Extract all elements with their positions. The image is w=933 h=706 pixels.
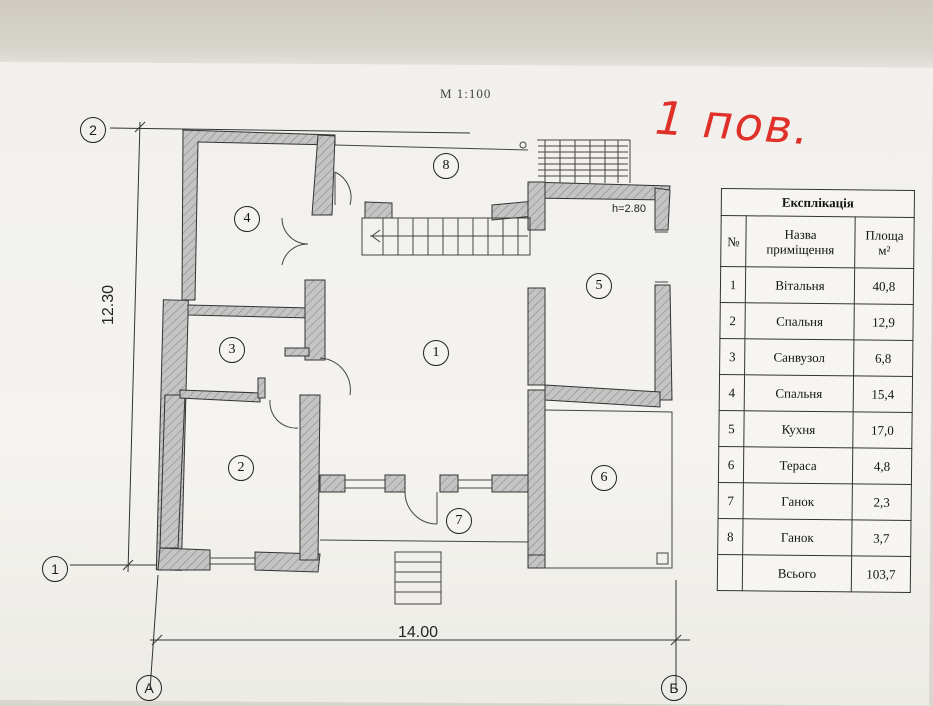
explication-title: Експлікація [721, 188, 915, 218]
row-num: 7 [718, 482, 744, 519]
total-num-cell [717, 554, 743, 591]
row-name: Спальня [744, 374, 854, 412]
row-num: 1 [720, 266, 746, 303]
table-total-row: Всього 103,7 [717, 554, 911, 593]
row-name: Тераса [743, 446, 853, 484]
row-num: 4 [719, 374, 745, 411]
room-number-6: 6 [591, 465, 617, 491]
room-number-8: 8 [433, 153, 459, 179]
door-swings [269, 171, 438, 525]
row-num: 5 [718, 410, 745, 447]
table-row: 8 Ганок 3,7 [717, 518, 912, 557]
room-number-7: 7 [446, 508, 472, 534]
table-row: 4 Спальня 15,4 [719, 374, 913, 413]
table-row: 5 Кухня 17,0 [718, 410, 913, 449]
room-number-2: 2 [228, 455, 254, 481]
total-label: Всього [742, 554, 852, 592]
table-row: 1 Вітальня 40,8 [720, 266, 914, 305]
axis-marker-row-bottom: 1 [42, 556, 68, 582]
row-name: Санвузол [744, 338, 854, 376]
row-num: 3 [719, 338, 745, 375]
page-shadow-strip [0, 0, 933, 70]
row-area: 15,4 [853, 375, 913, 413]
table-row: 7 Ганок 2,3 [718, 482, 912, 521]
row-area: 4,8 [852, 447, 912, 485]
row-area: 6,8 [853, 339, 913, 377]
row-area: 3,7 [851, 519, 912, 557]
dimension-horizontal: 14.00 [398, 624, 439, 641]
room-outlines [210, 139, 673, 605]
axis-marker-row-top: 2 [80, 117, 106, 143]
room-number-4: 4 [234, 206, 260, 232]
dimension-vertical: 12.30 [100, 284, 117, 325]
row-name: Спальня [744, 302, 855, 340]
row-num: 2 [719, 302, 746, 339]
row-name: Ганок [742, 518, 853, 556]
row-area: 2,3 [852, 483, 912, 521]
row-name: Ганок [743, 482, 853, 520]
dimension-lines [70, 121, 690, 691]
row-name: Кухня [743, 410, 854, 448]
header-num: № [720, 215, 747, 267]
room-number-1: 1 [423, 340, 449, 366]
header-area: Площа м² [854, 216, 915, 269]
total-area: 103,7 [851, 555, 911, 593]
axis-marker-col-left: А [136, 675, 162, 701]
row-area: 17,0 [852, 411, 913, 449]
axis-marker-col-right: Б [661, 675, 687, 701]
row-area: 40,8 [854, 267, 914, 305]
room-number-3: 3 [219, 337, 245, 363]
header-name: Назва приміщення [745, 215, 856, 268]
row-area: 12,9 [853, 303, 914, 341]
walls [155, 129, 673, 573]
row-num: 6 [718, 446, 744, 483]
row-name: Вітальня [745, 266, 855, 304]
explication-table: Експлікація № Назва приміщення Площа м² … [716, 188, 915, 594]
room-number-5: 5 [586, 273, 612, 299]
ceiling-height-label: h=2.80 [612, 203, 646, 215]
table-row: 2 Спальня 12,9 [719, 302, 914, 341]
scale-label: М 1:100 [440, 86, 492, 101]
table-row: 3 Санвузол 6,8 [719, 338, 913, 377]
table-row: 6 Тераса 4,8 [718, 446, 912, 485]
row-num: 8 [717, 518, 744, 555]
